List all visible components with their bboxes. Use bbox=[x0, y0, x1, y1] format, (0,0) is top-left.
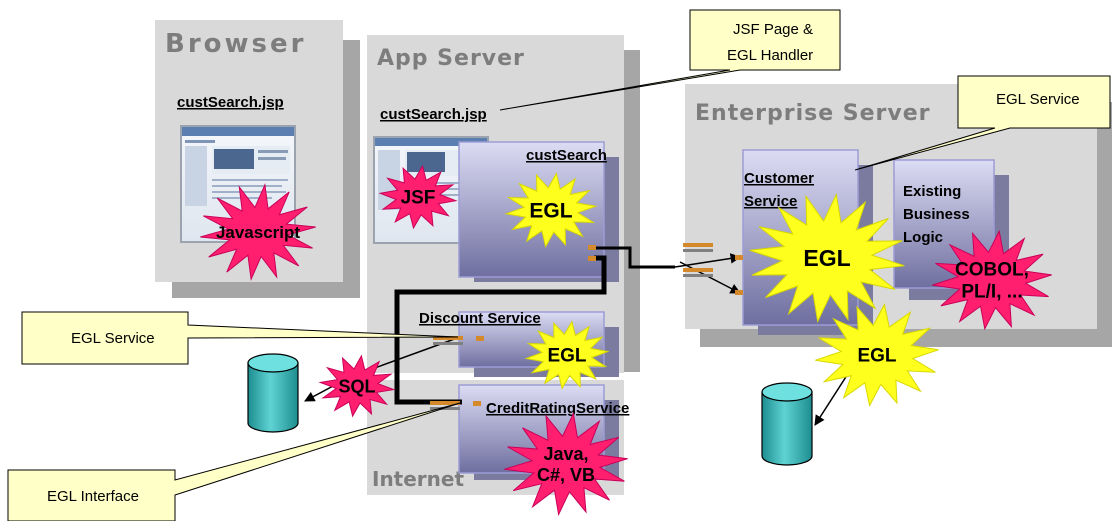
star-java-shape bbox=[504, 411, 628, 517]
star-egl-enterprise-shape bbox=[815, 303, 939, 407]
internet-tier-title: Internet bbox=[372, 467, 464, 491]
stars-layer: Javascript JSF EGL SQL EGL Java,C#, VB EGL COBO… bbox=[200, 164, 1052, 517]
connector-ports bbox=[430, 243, 743, 406]
app-page-label: custSearch.jsp bbox=[380, 106, 487, 123]
callout-egl-service-left: EGL Service bbox=[21, 311, 459, 365]
star-cobol-label: PL/I, ... bbox=[961, 282, 1022, 303]
existing-business-logic-line1: Existing bbox=[903, 183, 961, 200]
star-egl-handler-shape bbox=[504, 172, 598, 248]
star-java-label: Java, bbox=[543, 444, 588, 464]
browser-page-label: custSearch.jsp bbox=[177, 94, 284, 111]
star-cobol-label: COBOL, bbox=[955, 260, 1029, 281]
cust-search-handler-label: custSearch bbox=[526, 147, 607, 164]
star-egl-discount: EGL bbox=[524, 320, 610, 390]
star-sql-shape bbox=[318, 354, 396, 418]
callout-egl-service-left-text: EGL Service bbox=[71, 330, 155, 347]
callout-jsf-page: JSF Page & EGL Handler bbox=[499, 9, 841, 111]
star-sql-label: SQL bbox=[338, 376, 375, 396]
star-javascript-label: Javascript bbox=[216, 223, 300, 242]
star-cobol: COBOL,PL/I, ... bbox=[932, 229, 1052, 331]
star-javascript: Javascript bbox=[200, 182, 316, 282]
star-egl-customer: EGL bbox=[749, 192, 905, 324]
star-egl-handler: EGL bbox=[504, 172, 598, 248]
star-jsf-label: JSF bbox=[401, 188, 436, 209]
enterprise-server-tier-title: Enterprise Server bbox=[695, 101, 931, 126]
star-egl-discount-label: EGL bbox=[547, 346, 586, 367]
star-cobol-shape bbox=[932, 229, 1052, 331]
customer-service-label-line1: Customer bbox=[744, 170, 814, 187]
callout-jsf-page-line2: EGL Handler bbox=[727, 47, 813, 64]
existing-business-logic-line3: Logic bbox=[903, 229, 943, 246]
star-egl-customer-label: EGL bbox=[803, 245, 850, 271]
app-server-tier-title: App Server bbox=[377, 46, 525, 71]
callout-egl-service-right-text: EGL Service bbox=[996, 91, 1080, 108]
database-right-icon bbox=[761, 382, 813, 466]
callout-egl-interface: EGL Interface bbox=[7, 402, 461, 521]
callout-jsf-page-line1: JSF Page & bbox=[733, 21, 813, 38]
browser-tier-title: Browser bbox=[165, 29, 306, 59]
customer-service-label-line2: Service bbox=[744, 193, 797, 210]
star-java: Java,C#, VB bbox=[504, 411, 628, 517]
existing-business-logic-line2: Business bbox=[903, 206, 970, 223]
callout-egl-interface-text: EGL Interface bbox=[47, 488, 139, 505]
star-egl-discount-shape bbox=[524, 320, 610, 390]
star-javascript-shape bbox=[200, 182, 316, 282]
star-java-label: C#, VB bbox=[537, 465, 595, 485]
star-sql: SQL bbox=[318, 354, 396, 418]
star-egl-handler-label: EGL bbox=[529, 199, 572, 222]
star-egl-enterprise-label: EGL bbox=[857, 346, 896, 367]
discount-service-label: Discount Service bbox=[419, 310, 541, 327]
connector-port-dashes bbox=[430, 249, 713, 410]
star-jsf: JSF bbox=[378, 164, 458, 230]
database-left-icon bbox=[247, 353, 299, 433]
callout-egl-service-right: EGL Service bbox=[854, 75, 1111, 171]
credit-rating-service-label: CreditRatingService bbox=[486, 400, 629, 417]
star-egl-enterprise: EGL bbox=[815, 303, 939, 407]
star-jsf-shape bbox=[378, 164, 458, 230]
star-egl-customer-shape bbox=[749, 192, 905, 324]
